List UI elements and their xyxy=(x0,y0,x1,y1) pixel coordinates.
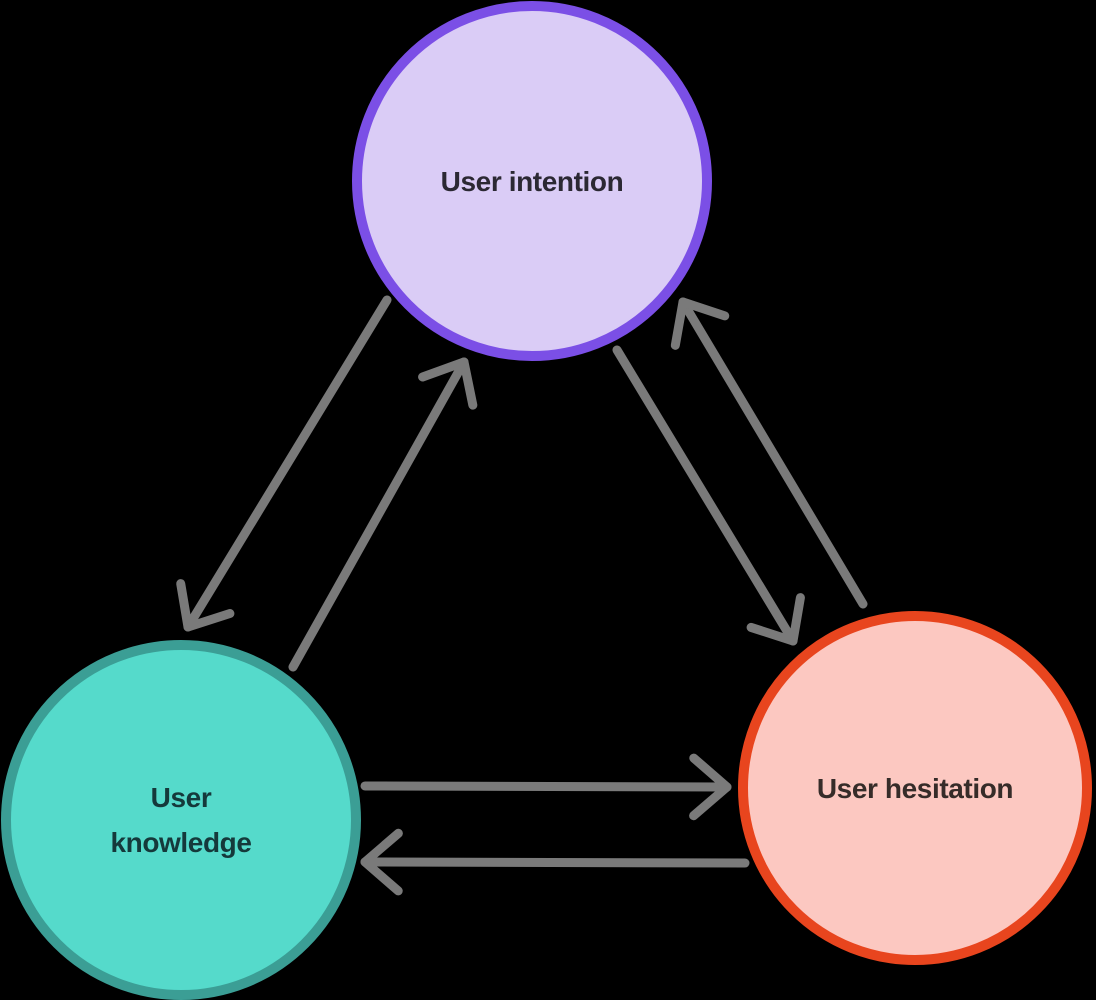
arrow-intention-to-hesitation xyxy=(612,345,805,646)
node-user-intention: User intention xyxy=(352,1,712,361)
arrow-hesitation-to-intention xyxy=(670,297,868,609)
arrow-intention-to-knowledge xyxy=(176,295,392,632)
node-user-hesitation-label: User hesitation xyxy=(816,772,1014,804)
node-user-knowledge-label: User knowledge xyxy=(110,781,252,858)
arrow-knowledge-to-hesitation xyxy=(360,753,732,821)
node-user-hesitation: User hesitation xyxy=(738,611,1092,965)
arrow-hesitation-to-knowledge xyxy=(360,828,750,896)
node-user-intention-label: User intention xyxy=(440,165,624,197)
arrow-knowledge-to-intention xyxy=(288,357,478,672)
node-user-knowledge: User knowledge xyxy=(1,640,361,1000)
